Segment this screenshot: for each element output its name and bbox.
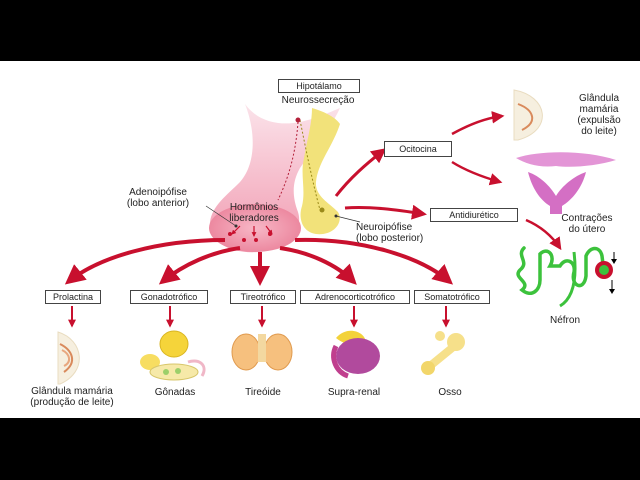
neurohypophysis-line2: (lobo posterior) [356, 233, 424, 244]
gonads-image [140, 330, 206, 381]
mammary-expulsion-label: Glândula mamária (expulsão do leite) [568, 93, 630, 137]
mammary-production-line2: (produção de leite) [30, 397, 114, 408]
mammary-expulsion-line2: mamária [579, 104, 619, 115]
releasing-hormones-line2: liberadores [229, 213, 279, 224]
uterus-label: Contrações do útero [548, 213, 626, 235]
hormone-box-somatotrofico: Somatotrófico [414, 290, 490, 304]
nephron-label: Néfron [549, 315, 580, 326]
mammary-expulsion-line1: Glândula [578, 93, 620, 104]
neurosecretion-tract-left [277, 121, 299, 201]
neurosecretion-label: Neurossecreção [281, 95, 355, 106]
adrenal-label: Supra-renal [327, 387, 381, 398]
thyroid-label: Tireóide [245, 387, 281, 398]
neurohypophysis-label: Neuroipófise (lobo posterior) [356, 222, 452, 244]
mammary-expulsion-image [513, 89, 543, 141]
mammary-production-label: Glândula mamária (produção de leite) [12, 386, 132, 408]
mammary-expulsion-line3: (expulsão [577, 115, 621, 126]
hypothalamus-box: Hipotálamo [278, 79, 360, 93]
uterus-line2: do útero [568, 224, 606, 235]
adenohypophysis-line1: Adenoipófise [129, 187, 187, 198]
releasing-hormones-label: Hormônios liberadores [218, 202, 290, 224]
adenohypophysis-line2: (lobo anterior) [126, 198, 190, 209]
gonads-label: Gônadas [154, 387, 196, 398]
neurosecretion-tract-right [299, 119, 321, 211]
bone-label: Osso [438, 387, 462, 398]
hormone-box-gonadotrofico: Gonadotrófico [130, 290, 208, 304]
antidiuretico-box: Antidiurético [430, 208, 518, 222]
thyroid-image [231, 333, 293, 371]
hormone-box-tireotrofico: Tireotrófico [230, 290, 296, 304]
mammary-gland-image [57, 331, 80, 385]
mammary-production-line1: Glândula mamária [31, 386, 113, 397]
hormone-box-prolactina: Prolactina [45, 290, 101, 304]
mammary-expulsion-line4: do leite) [581, 126, 617, 137]
hormone-box-adrenocorticotrofico: Adrenocorticotrófico [300, 290, 410, 304]
uterus-image [516, 152, 616, 214]
ocitocina-box: Ocitocina [384, 141, 452, 157]
releasing-hormones-line1: Hormônios [229, 202, 279, 213]
adenohypophysis-shape [209, 204, 301, 252]
bone-image [421, 331, 465, 375]
neurohypophysis-line1: Neuroipófise [356, 222, 413, 233]
nephron-image [516, 246, 617, 308]
neurohypophysis-shape [300, 108, 340, 235]
adrenal-image [331, 330, 380, 379]
adenohypophysis-label: Adenoipófise (lobo anterior) [108, 187, 208, 209]
uterus-line1: Contrações [561, 213, 613, 224]
